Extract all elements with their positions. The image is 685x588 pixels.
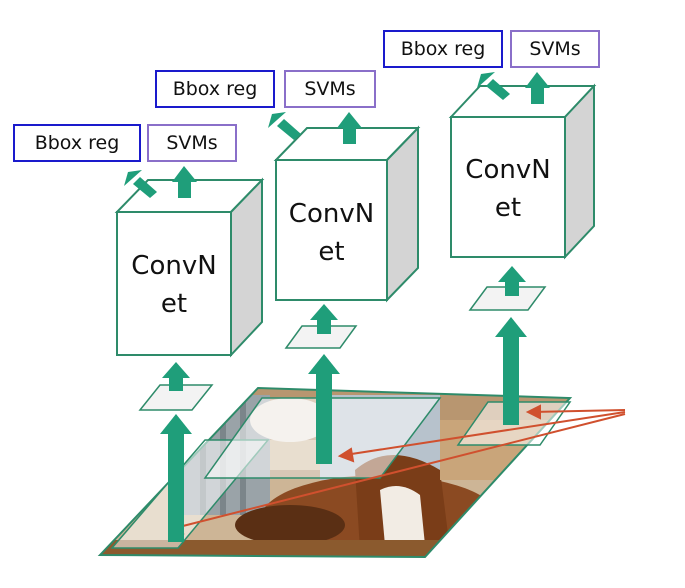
svms-box-3: SVMs xyxy=(510,30,600,68)
bbox-reg-box-1: Bbox reg xyxy=(13,124,141,162)
convnet-label-3: ConvN et xyxy=(451,152,565,227)
up-arrow-svm-1 xyxy=(172,166,197,198)
pipeline-3 xyxy=(448,72,597,425)
bbox-reg-box-2: Bbox reg xyxy=(155,70,275,108)
convnet-label-1-line1: ConvN xyxy=(131,251,217,281)
convnet-cube-3 xyxy=(448,83,597,260)
convnet-label-3-line1: ConvN xyxy=(465,155,551,185)
up-arrow-svm-3 xyxy=(525,72,550,104)
convnet-label-2-line1: ConvN xyxy=(288,199,375,229)
up-arrow-patch-to-convnet-2 xyxy=(310,304,338,334)
convnet-label-2: ConvN et xyxy=(276,196,387,271)
pipeline-2 xyxy=(268,112,421,464)
convnet-label-2-line2: et xyxy=(318,236,345,267)
warped-patch-3 xyxy=(468,286,547,311)
up-arrow-image-to-patch-3 xyxy=(495,317,527,425)
bbox-reg-box-3: Bbox reg xyxy=(383,30,503,68)
convnet-label-3-line2: et xyxy=(494,192,522,223)
up-arrow-patch-to-convnet-1 xyxy=(162,362,190,391)
up-arrow-patch-to-convnet-3 xyxy=(498,266,526,296)
warped-patch-1 xyxy=(138,384,214,411)
up-arrow-svm-2 xyxy=(337,112,362,144)
svms-box-1: SVMs xyxy=(147,124,237,162)
svms-box-2: SVMs xyxy=(284,70,376,108)
warped-patch-2 xyxy=(284,325,358,349)
convnet-label-1-line2: et xyxy=(160,288,188,319)
up-arrow-image-to-patch-1 xyxy=(160,414,192,542)
diag-arrow-bbox-3 xyxy=(477,72,510,100)
diag-arrow-bbox-2 xyxy=(268,112,301,140)
diag-arrow-bbox-1 xyxy=(124,170,157,198)
convnet-cube-2 xyxy=(273,125,421,303)
pipeline-1 xyxy=(114,166,265,542)
region-arrows xyxy=(167,404,626,535)
up-arrow-image-to-patch-2 xyxy=(308,354,340,464)
convnet-cube-1 xyxy=(114,177,265,358)
convnet-label-1: ConvN et xyxy=(117,248,231,323)
